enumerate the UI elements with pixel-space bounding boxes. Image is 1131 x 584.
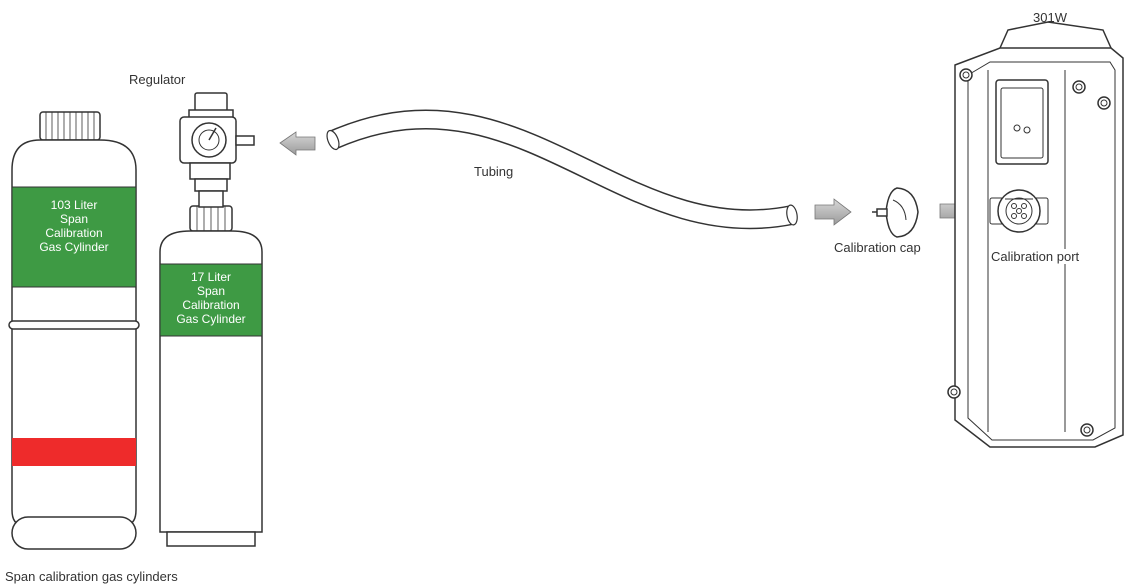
small-cylinder-label-line: Gas Cylinder: [176, 312, 246, 326]
calibration-cap: [872, 187, 919, 238]
calibration-port-label: Calibration port: [991, 249, 1080, 264]
small-cylinder-label-line: 17 Liter: [190, 270, 232, 284]
regulator-label: Regulator: [129, 72, 186, 87]
large-cylinder-label-line: Gas Cylinder: [39, 240, 109, 254]
calibration-cap-label: Calibration cap: [834, 240, 921, 255]
device-name-label: 301W: [1033, 10, 1067, 25]
large-cylinder-red-band: [12, 438, 136, 466]
large-cylinder-base: [11, 516, 137, 550]
regulator-outlet: [235, 135, 255, 146]
device-301w: [947, 21, 1124, 448]
small-cylinder-label: 17 Liter Span Calibration Gas Cylinder: [160, 270, 262, 326]
small-cylinder: [159, 205, 263, 547]
large-cylinder-band: [8, 320, 140, 330]
cylinders-caption: Span calibration gas cylinders: [5, 569, 178, 584]
tubing: [326, 109, 798, 230]
flow-arrow-cap: [814, 198, 852, 226]
large-cylinder-label-line: 103 Liter: [50, 198, 98, 212]
tubing-label: Tubing: [474, 164, 514, 179]
large-cylinder-label-line: Calibration: [45, 226, 103, 240]
small-cylinder-label-line: Calibration: [182, 298, 240, 312]
calibration-port: [989, 189, 1049, 233]
small-cylinder-label-bg: [159, 263, 263, 337]
large-cylinder-label: 103 Liter Span Calibration Gas Cylinder: [12, 198, 136, 254]
regulator: [179, 92, 255, 208]
large-cylinder-label-line: Span: [59, 212, 89, 226]
large-cylinder: [8, 111, 140, 550]
large-cylinder-label-bg: [11, 186, 137, 288]
small-cylinder-base: [166, 531, 256, 547]
small-cylinder-label-line: Span: [196, 284, 226, 298]
flow-arrow-regulator: [279, 131, 316, 156]
